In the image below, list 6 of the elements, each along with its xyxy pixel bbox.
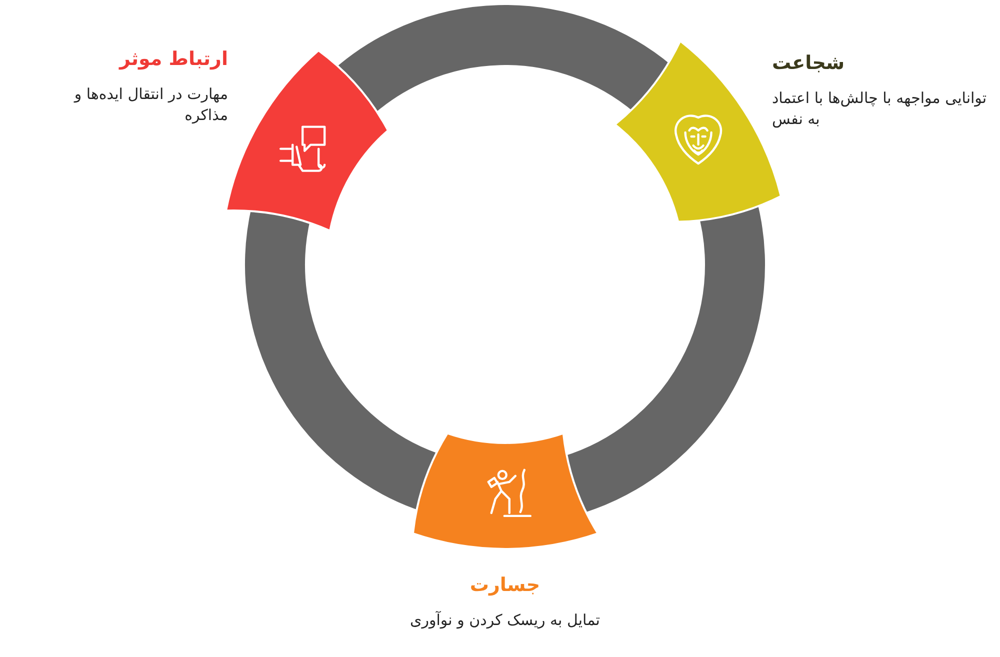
segment-title: ارتباط موثر [118,48,228,70]
segment-description: توانایی مواجهه با چالش‌ها با اعتماد به نفس [772,88,987,130]
segment-description: تمایل به ریسک کردن و نوآوری [409,610,601,631]
segment-title: شجاعت [772,52,846,74]
segment-title: جسارت [468,574,542,596]
segment-description: مهارت در انتقال ایده‌ها و مذاکره [72,84,228,126]
